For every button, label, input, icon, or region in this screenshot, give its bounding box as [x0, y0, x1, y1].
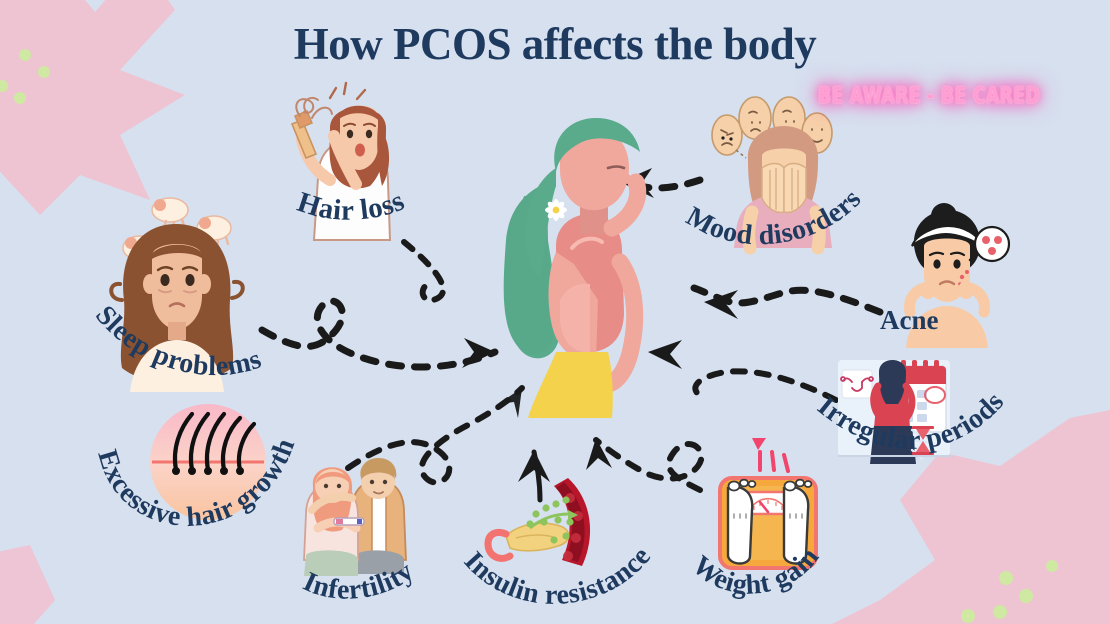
symptom-label-irregular-periods: Irregular periods [812, 386, 1011, 456]
symptom-label-excessive-hair-growth: Excessive hair growth [91, 434, 301, 533]
feet-on-weighing-scale-icon [718, 438, 818, 570]
symptom-label-mood-disorders: Mood disorders [681, 183, 867, 251]
tired-woman-counting-sheep-icon [109, 197, 245, 392]
arrowheads [462, 168, 738, 482]
symptom-label-hair-loss: Hair loss [293, 185, 409, 227]
arrow-weight-to-center [593, 437, 705, 493]
flower-bottom-left-icon [0, 545, 55, 624]
woman-covering-face-masks-icon [711, 96, 833, 255]
white-flower-icon [545, 199, 567, 221]
couple-pregnancy-test-icon [303, 458, 407, 576]
awareness-badge: BE AWARE - BE CARED [818, 84, 1040, 109]
arrow-insulin-stem [531, 449, 543, 503]
woman-brushing-falling-hair-icon [290, 81, 392, 241]
symptom-label-acne: Acne [880, 305, 939, 335]
arrow-sleep-to-center [258, 297, 499, 371]
symptom-label-weight-gain: Weight gain [686, 542, 825, 601]
woman-green-hair-flower-figure [503, 118, 647, 418]
arrow-periods-to-center [692, 368, 839, 403]
arrow-mood-to-center [636, 176, 704, 192]
arrow-hairloss-curl [401, 239, 446, 303]
symptom-label-sleep-problems: Sleep problems [89, 300, 265, 382]
page-title: How PCOS affects the body [293, 19, 817, 69]
arrow-hairgrowth-to-center [345, 385, 525, 486]
pancreas-blood-vessel-icon [484, 478, 591, 566]
symptom-label-insulin-resistance: Insulin resistance [458, 541, 657, 611]
flower-bottom-right-icon [832, 410, 1110, 624]
arrow-acne-to-center [690, 284, 884, 316]
calendar-woman-uterus-icon [838, 360, 952, 464]
symptom-label-infertility: Infertility [298, 556, 419, 606]
skin-hair-follicles-icon [150, 404, 266, 520]
